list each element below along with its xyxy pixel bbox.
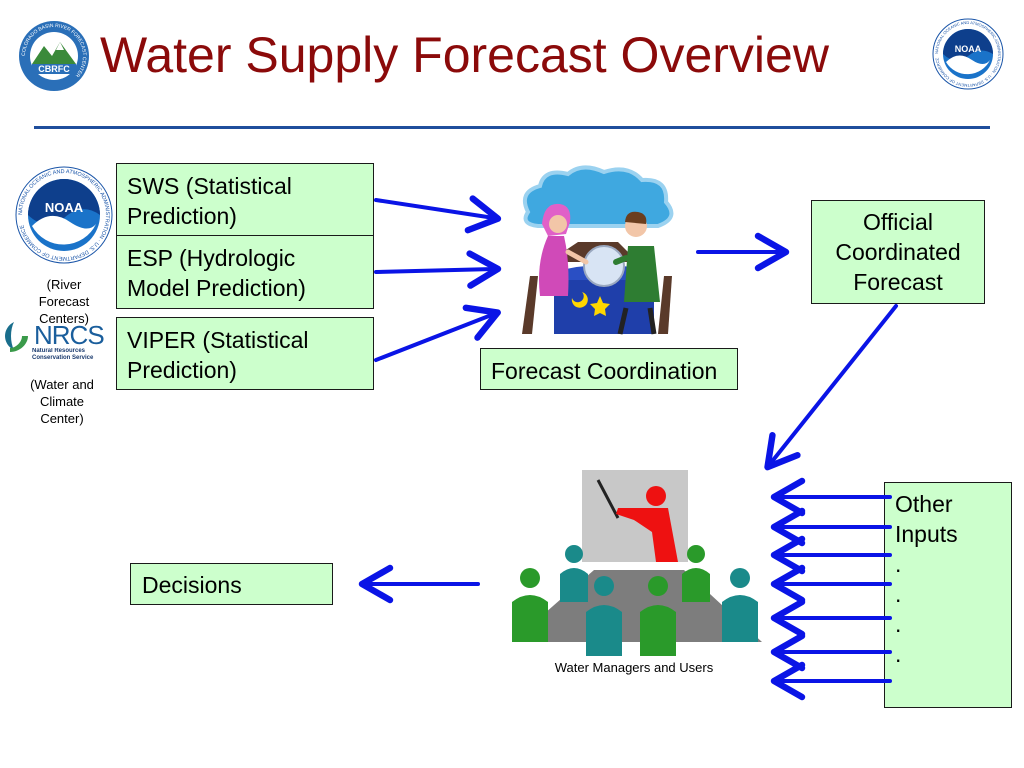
viper-box: VIPER (Statistical Prediction): [116, 317, 374, 390]
viper-label: VIPER (Statistical Prediction): [127, 327, 309, 383]
wcc-caption: (Water and Climate Center): [30, 377, 94, 426]
noaa-text: NOAA: [45, 200, 84, 215]
fortune-teller-icon: [522, 165, 674, 335]
other-inputs-title: Other Inputs: [895, 491, 958, 547]
cbrfc-logo-icon: CBRFC COLORADO BASIN RIVER FORECAST CENT…: [19, 21, 89, 91]
other-inputs-dot: .: [895, 581, 902, 607]
other-inputs-dot: .: [895, 551, 902, 577]
other-inputs-dot: .: [895, 641, 902, 667]
sws-box: SWS (Statistical Prediction): [116, 163, 374, 236]
nrcs-logo-icon: NRCS Natural Resources Conservation Serv…: [5, 320, 104, 361]
other-inputs-box: Other Inputs . . . .: [884, 482, 1012, 708]
decisions-box: Decisions: [130, 563, 333, 605]
sws-label: SWS (Statistical Prediction): [127, 173, 292, 229]
other-inputs-dot: .: [895, 611, 902, 637]
noaa-logo-top-icon: NOAA NATIONAL OCEANIC AND ATMOSPHERIC AD…: [932, 18, 1004, 90]
nrcs-text: NRCS: [34, 320, 104, 350]
viper-arrow: [374, 304, 501, 362]
page-title: Water Supply Forecast Overview: [100, 27, 829, 83]
meeting-presentation-icon: [512, 470, 762, 656]
coordination-box: Forecast Coordination: [480, 348, 738, 390]
noaa-top-text: NOAA: [955, 44, 982, 54]
noaa-logo-icon: NOAA NATIONAL OCEANIC AND ATMOSPHERIC AD…: [15, 166, 113, 264]
official-to-users-arrow: [764, 304, 898, 471]
official-forecast-label: Official Coordinated Forecast: [835, 209, 961, 295]
coordination-label: Forecast Coordination: [491, 358, 718, 384]
meeting-caption: Water Managers and Users: [554, 660, 714, 675]
official-forecast-box: Official Coordinated Forecast: [811, 200, 985, 304]
title-divider: [34, 126, 990, 129]
nrcs-subtitle: Natural Resources Conservation Service: [32, 348, 94, 361]
esp-arrow: [374, 250, 502, 289]
esp-label: ESP (Hydrologic Model Prediction): [127, 245, 306, 301]
sws-arrow: [374, 195, 502, 234]
decisions-label: Decisions: [142, 572, 242, 598]
rfc-caption: (River Forecast Centers): [38, 277, 90, 326]
esp-box: ESP (Hydrologic Model Prediction): [116, 235, 374, 309]
cbrfc-logo-text: CBRFC: [38, 64, 70, 74]
